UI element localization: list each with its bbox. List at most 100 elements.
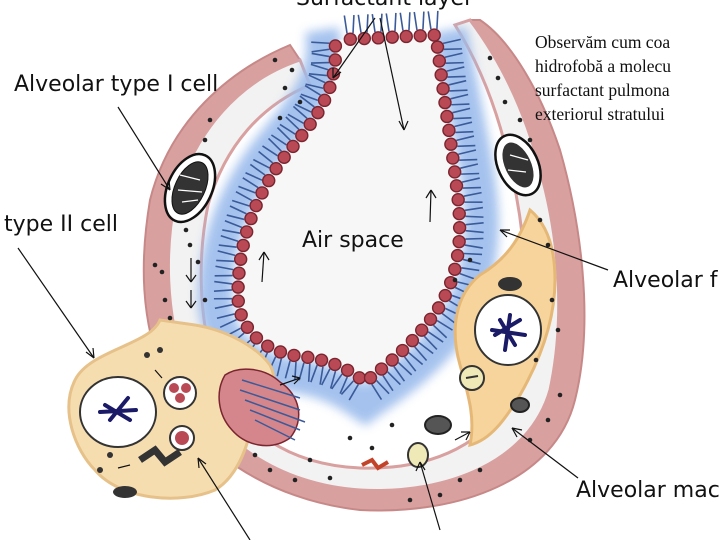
- phospholipid-tail: [300, 93, 319, 102]
- type1-cell-nucleus-right: [494, 133, 542, 197]
- phospholipid-tail: [216, 313, 235, 320]
- phospholipid-tail: [276, 126, 291, 141]
- interstitial-dot: [267, 467, 273, 473]
- phospholipid-head: [231, 294, 245, 308]
- phospholipid-tail: [464, 244, 483, 249]
- interstitial-dot: [502, 99, 508, 105]
- phospholipid-tail: [408, 12, 411, 31]
- phospholipid-head: [399, 29, 413, 44]
- phospholipid-tail: [460, 163, 479, 169]
- phospholipid-tail: [450, 93, 469, 100]
- phospholipid-head: [232, 266, 246, 280]
- phospholipid-tail: [414, 346, 428, 362]
- interstitial-dot: [533, 357, 539, 363]
- phospholipid-tail: [284, 360, 291, 379]
- phospholipid-head: [328, 39, 343, 53]
- phospholipid-head: [240, 320, 255, 334]
- phospholipid-tail: [279, 123, 296, 135]
- phospholipid-head: [323, 80, 337, 95]
- phospholipid-tail: [465, 215, 484, 218]
- phospholipid-head: [236, 238, 250, 253]
- type2-cell-nucleus: [79, 376, 157, 448]
- phospholipid-tail: [218, 244, 237, 248]
- interstitial-dot: [369, 445, 375, 451]
- phospholipid-head: [261, 339, 275, 353]
- phospholipid-head: [233, 252, 248, 266]
- label-air-space: Air space: [302, 228, 404, 253]
- phospholipid-head: [423, 312, 438, 327]
- phospholipid-head: [249, 198, 263, 213]
- phospholipid-tail: [442, 38, 461, 45]
- phospholipid-tail: [444, 52, 463, 59]
- phospholipid-tail: [394, 12, 397, 32]
- interstitial-dot: [457, 477, 463, 483]
- phospholipid-tail: [320, 368, 331, 386]
- phospholipid-tail: [423, 335, 438, 350]
- phospholipid-tail: [371, 383, 383, 401]
- interstitial-dot: [289, 67, 295, 73]
- phospholipid-tail: [387, 371, 401, 386]
- phospholipid-tail: [445, 61, 464, 64]
- interstitial-dot: [557, 392, 563, 398]
- phospholipid-tail: [220, 234, 239, 243]
- phospholipid-tail: [465, 229, 484, 234]
- phospholipid-head: [286, 139, 300, 154]
- interstitial-dot: [495, 75, 501, 81]
- interstitial-dot: [437, 492, 443, 498]
- type1-cell-nucleus-left: [163, 152, 217, 224]
- annotation-arrows: [17, 17, 609, 540]
- phospholipid-tail: [262, 145, 279, 157]
- phospholipid-tail: [258, 150, 274, 164]
- interstitial-dot: [195, 259, 201, 265]
- phospholipid-tail: [458, 149, 477, 156]
- interstitial-dot: [307, 457, 313, 463]
- phospholipid-tail: [310, 63, 329, 71]
- phospholipid-tail: [222, 229, 241, 234]
- phospholipid-head: [434, 68, 448, 82]
- phospholipid-head: [255, 186, 269, 200]
- phospholipid-tail: [305, 83, 324, 90]
- phospholipid-tail: [311, 41, 330, 45]
- phospholipid-tail: [331, 373, 343, 390]
- interstitial-dot: [159, 269, 165, 275]
- phospholipid-head: [343, 32, 358, 46]
- phospholipid-tail: [382, 375, 394, 392]
- interstitial-dot: [162, 297, 168, 303]
- caption-text: Observăm cum coa hidrofobă a molecu surf…: [535, 30, 720, 126]
- phospholipid-tail: [448, 79, 467, 86]
- phospholipid-tail: [375, 380, 390, 395]
- phospholipid-head: [432, 54, 447, 68]
- phospholipid-tail: [298, 362, 305, 381]
- phospholipid-heads: [231, 28, 467, 385]
- phospholipid-tail: [224, 219, 243, 229]
- phospholipid-head: [234, 308, 248, 322]
- phospholipid-tail: [285, 116, 300, 131]
- phospholipid-tail: [213, 289, 233, 292]
- phospholipid-tail: [252, 158, 270, 169]
- phospholipid-tail: [270, 134, 287, 146]
- interstitial-dot: [545, 242, 551, 248]
- phospholipid-tail: [408, 352, 424, 366]
- phospholipid-head: [244, 211, 258, 226]
- phospholipid-tail: [463, 191, 482, 197]
- phospholipid-tail: [371, 14, 376, 33]
- phospholipid-tail: [463, 252, 483, 256]
- fluid-cell-nucleus: [474, 294, 542, 366]
- phospholipid-tail: [393, 366, 406, 382]
- phospholipid-head: [301, 350, 315, 365]
- phospholipid-tail: [304, 84, 321, 96]
- phospholipid-tail: [427, 11, 432, 30]
- phospholipid-tail: [447, 75, 466, 78]
- phospholipid-tail: [422, 11, 425, 30]
- phospholipid-tail: [449, 89, 468, 92]
- phospholipid-tail: [219, 318, 237, 329]
- interstitial-dot: [282, 85, 288, 91]
- interstitial-dot: [292, 477, 298, 483]
- interstitial-dot: [183, 227, 189, 233]
- label-surfactant-layer: Surfactant layer: [296, 0, 473, 11]
- phospholipid-head: [277, 150, 291, 164]
- label-type1-cell: Alveolar type I cell: [14, 72, 219, 97]
- phospholipid-tail: [245, 172, 263, 181]
- phospholipid-head: [363, 371, 378, 385]
